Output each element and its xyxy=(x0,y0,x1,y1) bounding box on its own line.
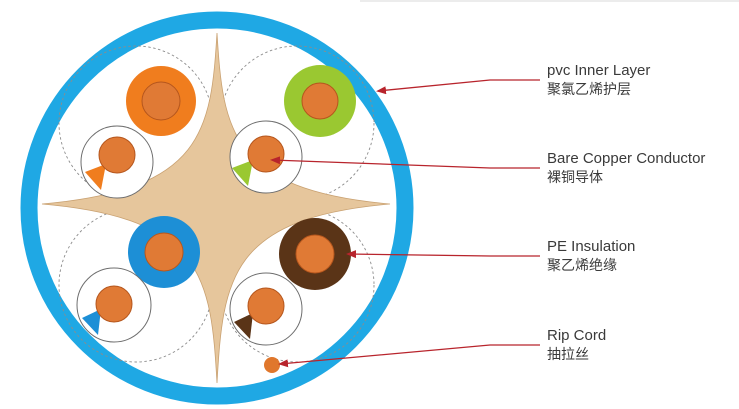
arrow-rip-cord xyxy=(278,344,540,368)
pair-blue xyxy=(76,216,200,343)
label-bare-copper-conductor: Bare Copper Conductor 裸铜导体 xyxy=(547,150,705,186)
pair-green xyxy=(229,65,356,194)
label-bare-copper-conductor-zh: 裸铜导体 xyxy=(547,168,603,185)
label-rip-cord-en: Rip Cord xyxy=(547,327,607,344)
white-orange-stripe xyxy=(85,164,106,190)
callout-arrows xyxy=(270,79,540,368)
label-rip-cord: Rip Cord 抽拉丝 xyxy=(547,327,606,363)
brown-conductor xyxy=(295,234,335,274)
label-pe-insulation-zh: 聚乙烯绝缘 xyxy=(547,256,617,273)
label-pe-insulation-en: PE Insulation xyxy=(547,238,636,255)
white-orange-conductor xyxy=(98,136,136,174)
label-pvc-inner-layer: pvc Inner Layer 聚氯乙烯护层 xyxy=(547,62,650,98)
rip-cord xyxy=(264,357,280,373)
white-green-conductor xyxy=(247,135,285,173)
arrow-copper-conductor xyxy=(270,156,540,169)
label-pe-insulation: PE Insulation 聚乙烯绝缘 xyxy=(547,238,635,274)
white-green-stripe xyxy=(232,160,253,186)
orange-conductor xyxy=(141,81,181,121)
label-bare-copper-conductor-en: Bare Copper Conductor xyxy=(547,150,706,167)
arrow-inner-layer xyxy=(376,79,540,95)
white-brown-stripe xyxy=(234,313,253,339)
label-rip-cord-zh: 抽拉丝 xyxy=(547,345,589,362)
blue-conductor xyxy=(144,232,184,272)
label-pvc-inner-layer-en: pvc Inner Layer xyxy=(547,62,651,79)
white-brown-conductor xyxy=(247,287,285,325)
green-conductor xyxy=(301,82,339,120)
white-blue-conductor xyxy=(95,285,133,323)
pair-brown xyxy=(229,218,351,346)
white-blue-stripe xyxy=(82,309,101,335)
label-pvc-inner-layer-zh: 聚氯乙烯护层 xyxy=(547,80,631,97)
pair-orange xyxy=(80,66,196,199)
arrow-pe-insulation xyxy=(346,250,540,259)
